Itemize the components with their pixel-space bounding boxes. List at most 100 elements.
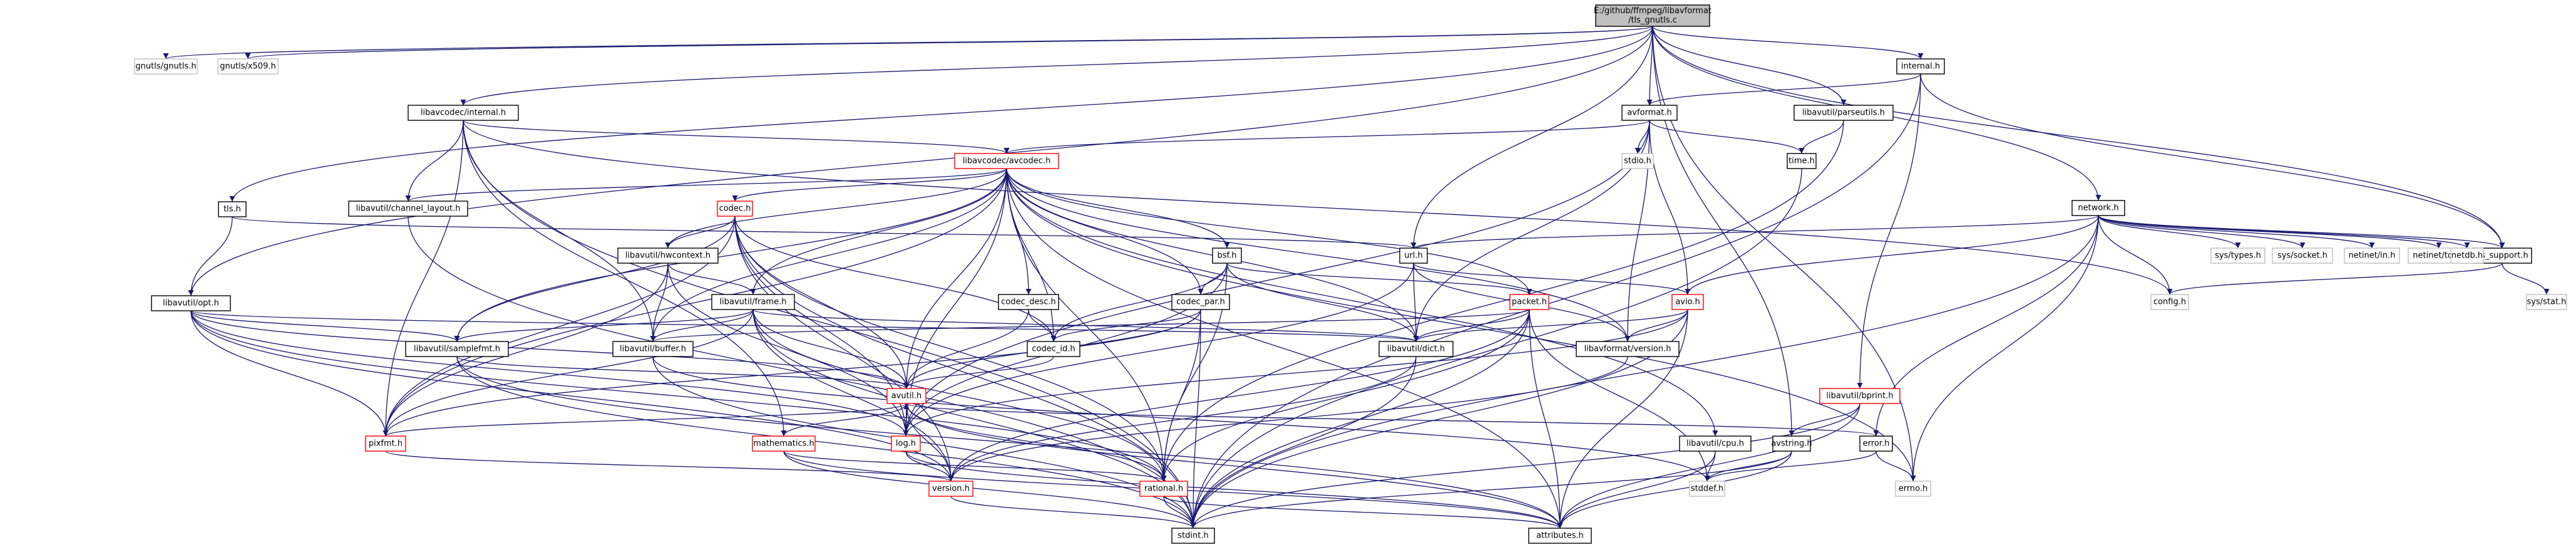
node-frame[interactable]: libavutil/frame.h [711,294,795,310]
node-box [405,341,509,357]
node-codec[interactable]: codec.h [717,201,753,217]
node-samplefmt[interactable]: libavutil/samplefmt.h [405,341,509,357]
node-dict[interactable]: libavutil/dict.h [1378,341,1454,357]
node-time[interactable]: time.h [1787,153,1817,169]
node-box [954,153,1059,169]
edge-url-to-avio [1413,263,1691,295]
node-label: libavutil/parseutils.h [1802,108,1885,118]
node-box [1576,341,1680,357]
node-tls[interactable]: tls.h [218,201,247,217]
edge-lavc_internal-to-buffer [463,120,656,342]
edge-internal-to-avformat [1646,73,1921,106]
node-label: libavutil/dict.h [1387,345,1445,354]
edge-network-to-config [2098,215,2173,295]
node-label: attributes.h [1536,531,1584,541]
node-netdb[interactable]: netdb.h [2450,247,2484,264]
node-parseutils[interactable]: libavutil/parseutils.h [1793,105,1894,121]
edge-network-to-errno [1910,215,2099,482]
node-label: tls.h [223,205,241,214]
node-url[interactable]: url.h [1399,247,1428,264]
node-label: E:/github/ffmpeg/libavformat [1594,6,1711,16]
edge-packet-to-buffer [650,309,1530,342]
node-label: packet.h [1512,298,1547,307]
node-label: avio.h [1675,298,1700,307]
node-box [2272,247,2333,264]
edge-avcodec-to-codec [732,168,1007,202]
node-box [1819,388,1901,404]
node-avio[interactable]: avio.h [1671,294,1704,310]
node-netinet-in[interactable]: netinet/in.h [2344,247,2400,264]
node-codec-id[interactable]: codec_id.h [1027,341,1080,357]
edge-avcodec-to-bsf [1006,168,1230,249]
node-sys-socket[interactable]: sys/socket.h [2272,247,2333,264]
node-label: avstring.h [1771,439,1812,449]
node-gnutls[interactable]: gnutls/gnutls.h [134,58,198,75]
node-rational[interactable]: rational.h [1139,481,1188,497]
node-lavc-internal[interactable]: libavcodec/internal.h [408,105,519,121]
node-avstring[interactable]: avstring.h [1771,435,1812,452]
node-label: libavutil/hwcontext.h [625,251,711,261]
node-attributes[interactable]: attributes.h [1528,528,1592,544]
edge-parseutils-to-rational [1161,120,1844,482]
edge-packet-to-version [948,309,1530,482]
node-mathematics[interactable]: mathematics.h [752,435,816,452]
node-internal[interactable]: internal.h [1896,58,1945,75]
node-label: stddef.h [1691,484,1723,494]
node-x509[interactable]: gnutls/x509.h [217,58,279,75]
node-box [2210,247,2266,264]
node-bprint[interactable]: libavutil/bprint.h [1819,388,1901,404]
edge-avcodec-to-errno [1006,168,1916,482]
edge-time-to-stdint [1190,168,1802,529]
edge-lavf_version-to-version [948,356,1628,482]
node-sys-types[interactable]: sys/types.h [2210,247,2266,264]
node-box [1621,105,1678,121]
node-log[interactable]: log.h [891,435,921,452]
node-version[interactable]: version.h [928,481,973,497]
node-hwcontext[interactable]: libavutil/hwcontext.h [617,247,719,264]
node-box [752,435,816,452]
edge-network-to-url [1410,215,2099,249]
node-stdio[interactable]: stdio.h [1621,153,1654,169]
node-label: sys/socket.h [2277,251,2327,261]
edge-frame-to-rational [752,309,1167,482]
node-box [617,247,719,264]
node-avformat[interactable]: avformat.h [1621,105,1678,121]
node-avcodec[interactable]: libavcodec/avcodec.h [954,153,1059,169]
node-box [218,201,247,217]
node-network[interactable]: network.h [2071,200,2125,216]
edge-codec_par-to-pixfmt [382,309,1201,437]
node-lavf-version[interactable]: libavformat/version.h [1576,341,1680,357]
node-channel-layout[interactable]: libavutil/channel_layout.h [348,201,468,217]
edge-bprint-to-avstring [1788,403,1860,437]
edge-frame-to-pixfmt [382,309,754,437]
node-stddef[interactable]: stddef.h [1689,481,1725,497]
edge-internal-to-bprint [1857,73,1921,389]
edge-dict-to-version [948,356,1417,482]
node-buffer[interactable]: libavutil/buffer.h [612,341,694,357]
node-label: rational.h [1144,484,1183,494]
node-root[interactable]: E:/github/ffmpeg/libavformat/tls_gnutls.… [1594,4,1711,27]
edge-avcodec-to-avutil [903,168,1007,389]
edge-url-to-log [903,263,1414,437]
node-box [2526,294,2567,310]
node-avutil[interactable]: avutil.h [886,388,926,404]
node-codec-par[interactable]: codec_par.h [1171,294,1230,310]
node-sys-stat[interactable]: sys/stat.h [2526,294,2567,310]
node-label: gnutls/gnutls.h [135,62,196,71]
node-pixfmt[interactable]: pixfmt.h [365,435,406,452]
node-packet[interactable]: packet.h [1509,294,1549,310]
node-label: config.h [2153,298,2186,307]
node-bsf[interactable]: bsf.h [1212,247,1242,264]
edge-codec_par-to-stdint [1190,309,1201,529]
node-error[interactable]: error.h [1859,435,1893,452]
node-lavu-opt[interactable]: libavutil/opt.h [151,295,231,311]
node-label: log.h [896,439,916,449]
node-config[interactable]: config.h [2150,294,2189,310]
node-cpu[interactable]: libavutil/cpu.h [1679,435,1752,452]
node-box [1027,341,1080,357]
edge-avformat-to-avio [1649,120,1691,295]
node-stdint[interactable]: stdint.h [1171,528,1215,544]
node-errno[interactable]: errno.h [1895,481,1931,497]
edge-avutil-to-mathematics [781,403,907,437]
node-codec-desc[interactable]: codec_desc.h [998,294,1059,310]
